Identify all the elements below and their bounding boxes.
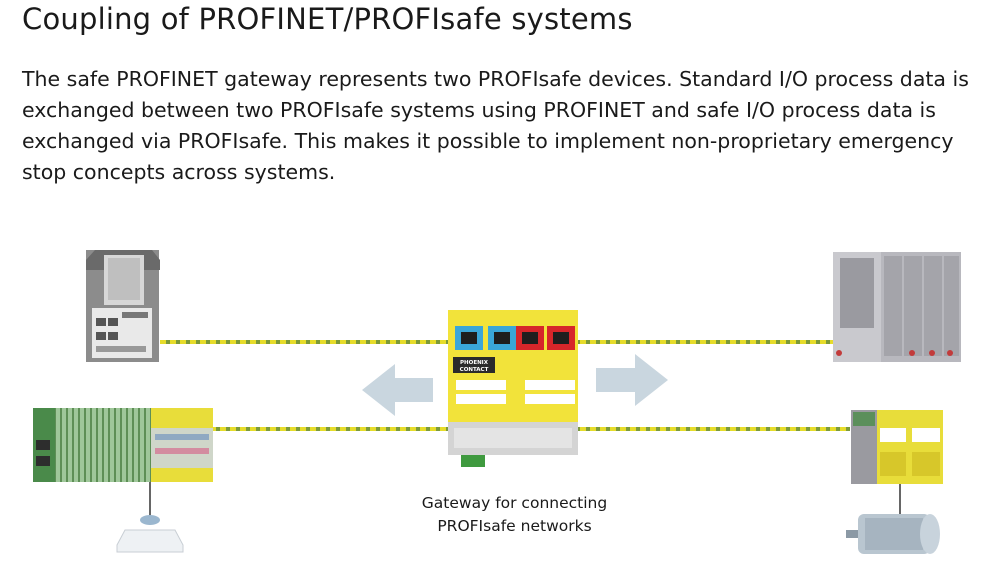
profinet-bus-left-bottom <box>212 427 448 431</box>
emergency-stop-sensor <box>116 515 184 553</box>
page-title: Coupling of PROFINET/PROFIsafe systems <box>22 2 633 36</box>
gateway-caption: Gateway for connecting PROFIsafe network… <box>392 492 637 538</box>
caption-line-1: Gateway for connecting <box>421 494 608 512</box>
plc-rack-right <box>833 252 961 362</box>
profinet-bus-right-top <box>578 340 833 344</box>
right-arrow-icon <box>596 354 668 406</box>
caption-line-2: PROFIsafe networks <box>437 517 592 535</box>
gateway-brand-line2: CONTACT <box>460 367 489 373</box>
profinet-bus-right-bottom <box>578 427 850 431</box>
left-arrow-icon <box>362 364 433 416</box>
motor-icon <box>846 514 940 554</box>
intro-paragraph: The safe PROFINET gateway represents two… <box>22 67 969 184</box>
profinet-bus-left-top <box>160 340 448 344</box>
io-station-right <box>851 410 943 484</box>
controller-device-left <box>86 250 160 362</box>
gateway-device: PHOENIX CONTACT <box>448 310 578 467</box>
io-station-left <box>33 408 213 482</box>
gateway-brand-line1: PHOENIX <box>460 360 489 366</box>
